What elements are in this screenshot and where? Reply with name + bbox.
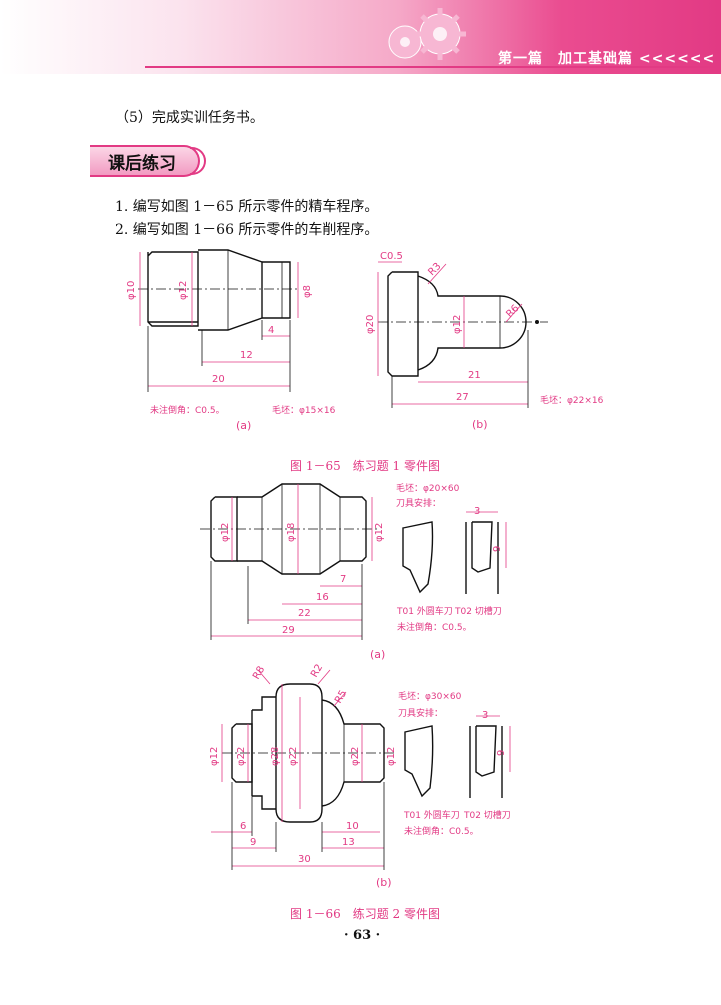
- header-rule: [145, 66, 721, 68]
- fig66a-blank-note: 毛坯：φ20×60: [396, 482, 460, 494]
- fig66b-dim-6: 6: [240, 821, 246, 832]
- fig65b-dim-d12: φ12: [452, 315, 463, 334]
- fig65b-dim-27: 27: [456, 392, 469, 403]
- fig66a-tool2-label: T02 切槽刀: [454, 605, 502, 617]
- fig65b-dim-d20: φ20: [365, 315, 376, 334]
- fig66b-dim-d12-left: φ12: [209, 747, 220, 766]
- fig66b-label: (b): [376, 876, 392, 889]
- fig66b-dim-d12-right: φ12: [386, 747, 397, 766]
- fig66b-dimensions: [211, 669, 385, 870]
- fig65a-dim-4: 4: [268, 325, 274, 336]
- fig66b-dim-d28: φ28: [270, 747, 281, 766]
- fig66a-dim-d12-left: φ12: [220, 523, 231, 542]
- fig66a-dim-7: 7: [340, 574, 346, 585]
- fig65b-label: (b): [472, 418, 488, 431]
- fig65a-part: [138, 249, 300, 331]
- fig65a-dim-d10: φ10: [126, 281, 137, 300]
- fig66b-tool-dim-9: 9: [496, 750, 507, 756]
- header-title: 第一篇 加工基础篇 <<<<<<: [498, 51, 716, 67]
- fig65a-dim-20: 20: [212, 374, 225, 385]
- fig66b-tool-t01: [404, 725, 434, 798]
- fig65a-dimensions: [139, 252, 299, 392]
- fig65a-label: (a): [236, 419, 251, 432]
- fig66a-part: [200, 483, 378, 575]
- fig66b-dim-r8: R8: [251, 664, 267, 681]
- fig65a-blank-note: 毛坯：φ15×16: [272, 404, 336, 416]
- fig66b-dim-30: 30: [298, 854, 311, 865]
- exercise-2-text: 2. 编写如图 1－66 所示零件的车削程序。: [115, 222, 379, 238]
- fig66a-label: (a): [370, 648, 385, 661]
- header-banner: [0, 0, 721, 74]
- fig66-caption: 图 1－66 练习题 2 零件图: [290, 907, 440, 921]
- fig66a-dim-d18: φ18: [286, 523, 297, 542]
- fig66b-tool-dim-3: 3: [482, 710, 488, 721]
- fig66b-chamfer-note: 未注倒角：C0.5。: [404, 825, 479, 837]
- fig66a-dim-22: 22: [298, 608, 311, 619]
- page-number: · 63 ·: [344, 928, 381, 943]
- fig66b-dim-9: 9: [250, 837, 256, 848]
- gear-icon: [388, 8, 466, 60]
- fig66b-dim-d22-right: φ22: [350, 747, 361, 766]
- fig66b-dim-10: 10: [346, 821, 359, 832]
- fig66b-dim-d22-mid: φ22: [288, 747, 299, 766]
- fig66b-dim-13: 13: [342, 837, 355, 848]
- fig66a-tool1-label: T01 外圆车刀: [396, 605, 453, 617]
- fig65b-dim-21: 21: [468, 370, 481, 381]
- section-tab: 课后练习: [90, 145, 208, 177]
- fig65b-blank-note: 毛坯：φ22×16: [540, 394, 604, 406]
- section-tab-background: [90, 145, 200, 177]
- fig66a-dimensions: [210, 484, 373, 640]
- fig66b-dim-d22-left: φ22: [236, 747, 247, 766]
- fig66b-tool2-label: T02 切槽刀: [463, 809, 511, 821]
- fig65a-dim-12: 12: [240, 350, 253, 361]
- fig66a-tool-setup: 刀具安排：: [396, 497, 441, 509]
- fig66a-tool-t01: [402, 521, 434, 594]
- fig65a-chamfer-note: 未注倒角：C0.5。: [150, 404, 225, 416]
- exercise-1-text: 1. 编写如图 1－65 所示零件的精车程序。: [115, 199, 379, 215]
- section-title: 课后练习: [108, 154, 176, 174]
- fig65a-dim-d8: φ8: [302, 285, 313, 298]
- fig65b-dimensions: [377, 261, 529, 408]
- fig66a-dim-16: 16: [316, 592, 329, 603]
- step-5-text: （5）完成实训任务书。: [115, 110, 264, 126]
- fig66b-tool-t02: [469, 715, 511, 798]
- fig65b-part: [378, 271, 548, 377]
- fig66b-tool1-label: T01 外圆车刀: [403, 809, 460, 821]
- fig66a-chamfer-note: 未注倒角：C0.5。: [397, 621, 472, 633]
- fig66a-tool-dim-3: 3: [474, 506, 480, 517]
- fig65a-dim-d12: φ12: [178, 281, 189, 300]
- fig66a-tool-t02: [465, 511, 507, 594]
- fig65-caption: 图 1－65 练习题 1 零件图: [290, 459, 440, 473]
- fig65b-dim-c05: C0.5: [380, 251, 403, 262]
- fig66a-dim-29: 29: [282, 625, 295, 636]
- fig66b-dim-r2: R2: [309, 662, 325, 679]
- fig66b-blank-note: 毛坯：φ30×60: [398, 690, 462, 702]
- fig66a-tool-dim-9: 9: [492, 546, 503, 552]
- fig65b-dim-r3: R3: [426, 261, 443, 278]
- fig66b-dim-r5: R5: [333, 688, 349, 705]
- fig66b-tool-setup: 刀具安排：: [398, 707, 443, 719]
- fig66a-dim-d12-right: φ12: [374, 523, 385, 542]
- fig66b-part: [222, 683, 396, 823]
- fig65b-dim-r6: R6: [504, 303, 521, 320]
